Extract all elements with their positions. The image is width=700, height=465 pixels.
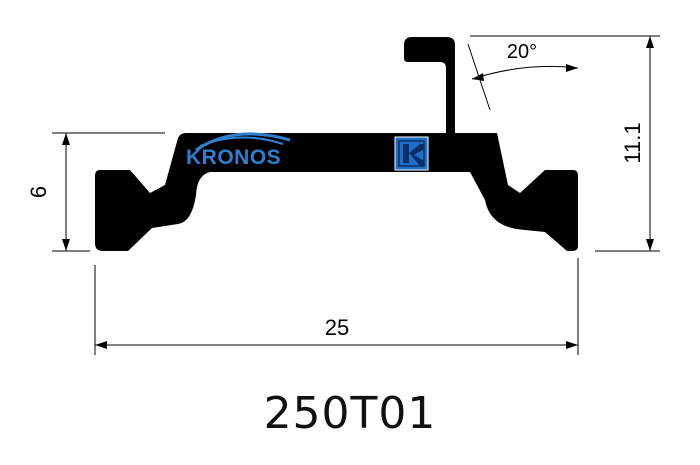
profile-section xyxy=(95,37,578,251)
width-dimension-label: 25 xyxy=(325,315,349,340)
logo-swoosh-icon xyxy=(199,136,284,147)
part-code: 250T01 xyxy=(263,388,437,439)
total-height-dimension-label: 11.1 xyxy=(620,122,645,163)
k-badge-icon xyxy=(394,136,429,171)
logo-text: KRONOS xyxy=(186,146,281,169)
left-height-dimension-label: 6 xyxy=(26,186,51,198)
angle-dimension-label: 20° xyxy=(507,41,537,63)
